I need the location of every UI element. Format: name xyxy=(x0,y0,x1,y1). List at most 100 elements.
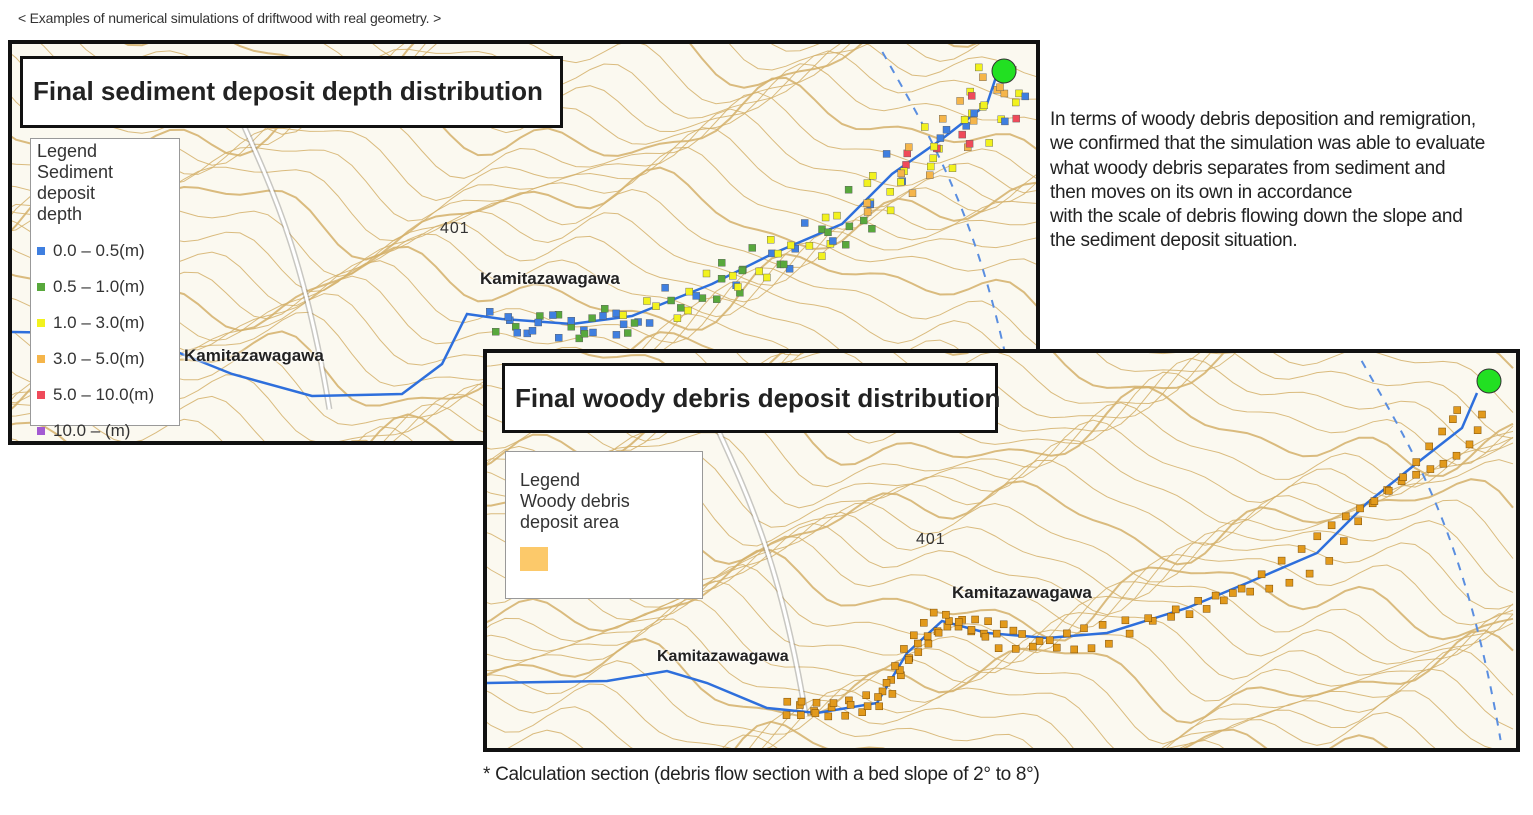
woody-debris-cell xyxy=(797,711,805,719)
woody-debris-cell xyxy=(1257,570,1266,579)
woody-debris-cell xyxy=(924,639,933,648)
woody-debris-cell xyxy=(920,619,928,627)
sediment-cell xyxy=(684,306,692,315)
contour-line xyxy=(580,353,1514,406)
sediment-cell xyxy=(902,161,910,169)
woody-debris-cell xyxy=(1305,569,1314,578)
sediment-cell xyxy=(787,241,795,250)
sediment-cell xyxy=(677,304,685,312)
sediment-cell xyxy=(763,273,771,282)
woody-debris-cell xyxy=(1327,521,1336,530)
description-line: then moves on its own in accordance xyxy=(1050,181,1353,203)
sediment-cell xyxy=(908,189,917,198)
sediment-cell xyxy=(985,139,993,147)
sediment-cell xyxy=(939,115,947,123)
sediment-cell xyxy=(968,92,976,100)
contour-line xyxy=(487,549,1514,642)
woody-debris-cell xyxy=(999,620,1008,629)
legend-swatch xyxy=(37,391,45,399)
sediment-cell xyxy=(897,178,905,186)
sediment-cell xyxy=(863,199,871,208)
woody-debris-cell xyxy=(1453,406,1461,414)
sediment-cell xyxy=(601,305,609,313)
contour-line xyxy=(734,720,1389,748)
legend-title-line: Legend xyxy=(37,141,98,161)
sediment-cell xyxy=(969,117,978,125)
sediment-cell xyxy=(818,252,826,260)
river-label: Kamitazawagawa xyxy=(657,648,789,665)
woody-debris-cell xyxy=(824,712,833,721)
description-text: In terms of woody debris deposition and … xyxy=(1050,108,1530,254)
woody-debris-cell xyxy=(863,702,872,710)
sediment-cell xyxy=(833,211,841,220)
sediment-cell xyxy=(738,266,746,275)
legend-title-line: Legend xyxy=(520,470,581,490)
woody-debris-cell xyxy=(1313,532,1322,541)
sediment-cell xyxy=(1021,92,1029,101)
woody-debris-cell xyxy=(1229,589,1237,597)
start-marker xyxy=(991,58,1017,84)
contour-line xyxy=(487,629,1514,724)
legend-swatch xyxy=(37,247,45,255)
sediment-cell xyxy=(755,267,763,276)
woody-debris-cell xyxy=(1202,605,1211,613)
sediment-cell xyxy=(996,83,1004,91)
sediment-cell xyxy=(903,149,911,158)
woody-debris-cell xyxy=(874,693,882,701)
legend-label: 3.0 – 5.0(m) xyxy=(53,349,145,368)
sediment-cell xyxy=(1015,89,1023,98)
woody-debris-cell xyxy=(1439,459,1448,468)
panel-title: Final woody debris deposit distribution xyxy=(502,363,1000,433)
sediment-cell xyxy=(868,224,876,233)
legend-item: 5.0 – 10.0(m) xyxy=(37,377,173,413)
elevation-label: 401 xyxy=(440,220,470,237)
sediment-cell xyxy=(589,328,597,337)
sediment-cell xyxy=(942,126,951,134)
legend-title-line: Woody debris xyxy=(520,491,630,511)
sediment-cell xyxy=(652,302,660,310)
legend-label: 5.0 – 10.0(m) xyxy=(53,385,155,404)
river-label: Kamitazawagawa xyxy=(952,583,1092,602)
woody-debris-cell xyxy=(846,701,855,709)
legend-item: 0.5 – 1.0(m) xyxy=(37,269,173,305)
woody-debris-cell xyxy=(888,690,897,698)
sediment-cell xyxy=(767,235,775,244)
sediment-cell xyxy=(863,208,872,216)
woody-debris-cell xyxy=(1426,465,1435,473)
contour-line xyxy=(487,522,1514,616)
sediment-cell xyxy=(960,115,969,124)
legend-item: 0.0 – 0.5(m) xyxy=(37,233,173,269)
woody-debris-cell xyxy=(782,711,791,719)
woody-debris-cell xyxy=(812,698,821,707)
woody-debris-cell xyxy=(1237,584,1246,593)
sediment-cell xyxy=(948,164,957,172)
woody-debris-cell xyxy=(811,709,820,717)
woody-debris-cell xyxy=(1465,440,1474,449)
bottom-caption: * Calculation section (debris flow secti… xyxy=(483,764,1040,785)
sediment-cell xyxy=(612,331,621,339)
sediment-cell xyxy=(979,73,987,81)
woody-debris-cell xyxy=(1473,426,1482,434)
woody-debris-cell xyxy=(1384,487,1393,495)
sediment-cell xyxy=(667,296,675,305)
woody-debris-cell xyxy=(1412,458,1421,466)
sediment-cell xyxy=(1012,98,1020,107)
sediment-cell xyxy=(962,122,970,130)
sediment-cell xyxy=(624,329,632,337)
sediment-cell xyxy=(729,272,737,280)
woody-debris-cell xyxy=(1297,545,1306,553)
legend-label: 1.0 – 3.0(m) xyxy=(53,313,145,332)
woody-debris-cell xyxy=(1285,578,1294,587)
contour-line xyxy=(12,76,1036,157)
river-label: Kamitazawagawa xyxy=(184,346,324,365)
sediment-cell xyxy=(774,249,782,258)
woody-debris-cell xyxy=(914,648,923,656)
sediment-cell xyxy=(845,222,854,231)
legend-title-line: Sediment deposit xyxy=(37,162,114,203)
sediment-cell xyxy=(504,313,512,321)
sediment-cell xyxy=(619,320,628,328)
description-line: what woody debris separates from sedimen… xyxy=(1050,157,1446,179)
contour-line xyxy=(79,44,1036,110)
woody-debris-cell xyxy=(992,629,1001,638)
sediment-cell xyxy=(673,314,682,322)
